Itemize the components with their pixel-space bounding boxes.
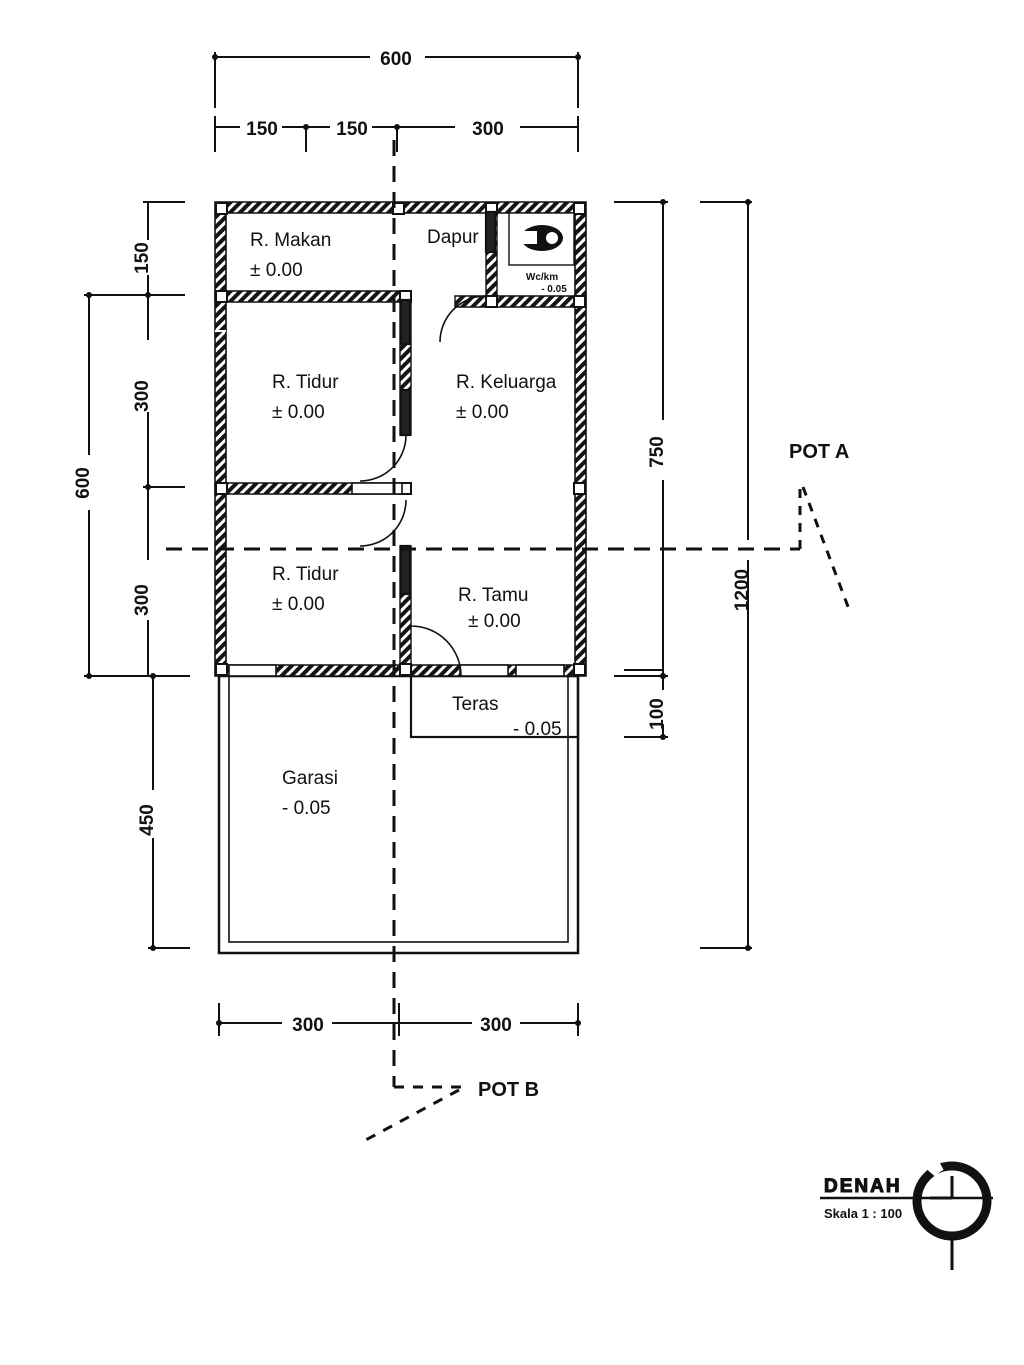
room-label-garasi: Garasi	[282, 768, 338, 789]
window-openings	[215, 330, 565, 677]
top-dimension-chain	[214, 116, 579, 152]
room-level-tidur-2: ± 0.00	[272, 594, 325, 615]
dim-left-2: 300	[132, 380, 153, 412]
door-swings	[359, 295, 487, 677]
dim-right-100: 100	[647, 698, 668, 730]
room-level-wc: - 0.05	[541, 284, 567, 295]
wc-fixture	[508, 212, 575, 266]
room-label-dapur: Dapur	[427, 227, 479, 248]
room-label-wc: Wc/km	[526, 272, 558, 283]
left-dimension-lower	[148, 673, 190, 951]
room-label-teras: Teras	[452, 694, 498, 715]
dim-right-1200: 1200	[732, 569, 753, 611]
dim-right-750: 750	[647, 436, 668, 468]
room-level-teras: - 0.05	[513, 719, 562, 740]
room-level-tidur-1: ± 0.00	[272, 402, 325, 423]
door-leaves	[399, 210, 497, 596]
dim-left-overall: 600	[73, 467, 94, 499]
dim-left-lower: 450	[137, 804, 158, 836]
left-dimension-chain	[143, 201, 185, 677]
room-label-makan: R. Makan	[250, 230, 331, 251]
title-denah: DENAH	[824, 1176, 902, 1197]
room-level-makan: ± 0.00	[250, 260, 303, 281]
bottom-dimension-chain	[216, 1003, 581, 1036]
room-level-garasi: - 0.05	[282, 798, 331, 819]
dim-top-3: 300	[472, 119, 504, 140]
right-dimension-1200	[700, 199, 752, 951]
right-dimension-100	[624, 673, 668, 740]
dim-bottom-1: 300	[292, 1015, 324, 1036]
room-label-tidur-1: R. Tidur	[272, 372, 339, 393]
room-label-keluarga: R. Keluarga	[456, 372, 557, 393]
north-arrow-icon	[912, 1160, 993, 1270]
dim-top-overall: 600	[380, 49, 412, 70]
room-level-keluarga: ± 0.00	[456, 402, 509, 423]
room-label-tidur-2: R. Tidur	[272, 564, 339, 585]
dim-top-2: 150	[336, 119, 368, 140]
section-marker-pot-a	[798, 483, 852, 613]
section-label-pot-a: POT A	[789, 441, 849, 463]
top-dimension-overall	[212, 52, 581, 108]
dim-bottom-2: 300	[480, 1015, 512, 1036]
dim-left-1: 150	[132, 242, 153, 274]
room-level-tamu: ± 0.00	[468, 611, 521, 632]
dim-left-3: 300	[132, 584, 153, 616]
left-dimension-overall	[84, 292, 148, 679]
dim-top-1: 150	[246, 119, 278, 140]
scale-label: Skala 1 : 100	[824, 1206, 902, 1221]
section-label-pot-b: POT B	[478, 1079, 539, 1101]
room-label-tamu: R. Tamu	[458, 585, 528, 606]
